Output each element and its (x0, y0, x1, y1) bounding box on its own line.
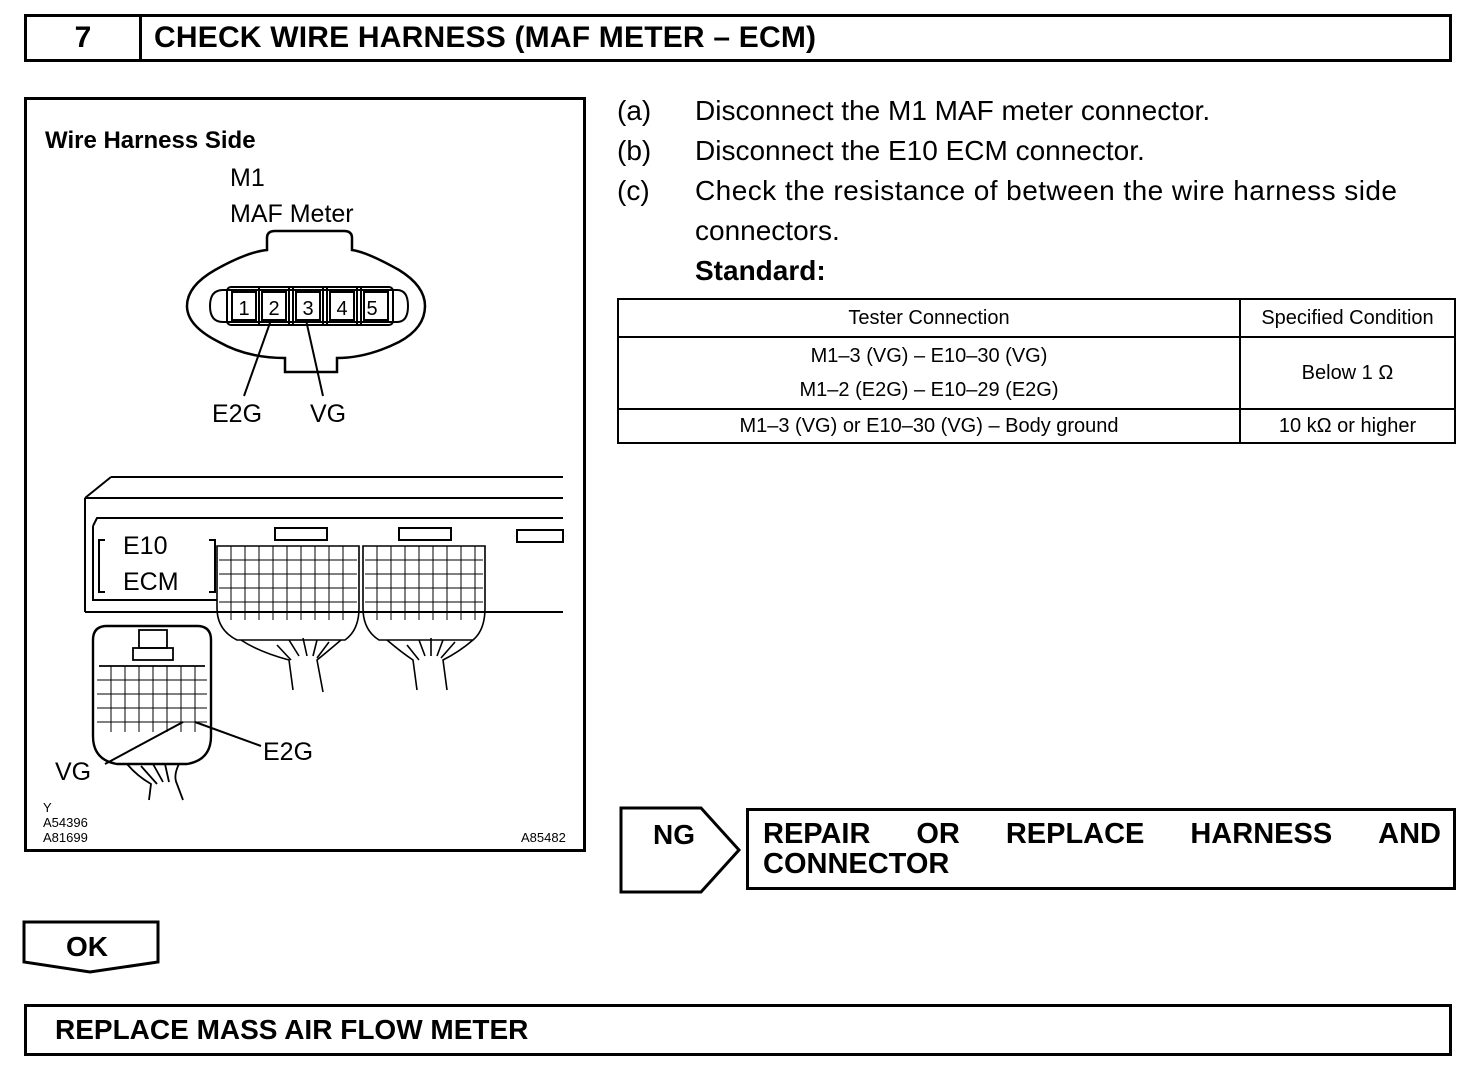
row2-condition: 10 kΩ or higher (1239, 408, 1456, 444)
instruction-a-text: Disconnect the M1 MAF meter connector. (695, 95, 1211, 126)
instruction-b: (b) Disconnect the E10 ECM connector. (617, 131, 1457, 171)
maf-connector-code: M1 (230, 164, 265, 192)
row1-connection-line1: M1–3 (VG) – E10–30 (VG) (810, 345, 1048, 367)
ecm-vg-leader-line (104, 721, 184, 765)
maf-pin-3: 3 (302, 298, 313, 320)
ecm-loose-connector (91, 624, 213, 801)
ng-word-3: REPLACE (1005, 818, 1145, 850)
ng-word-5: AND (1378, 818, 1441, 850)
maf-e2g-label: E2G (212, 400, 262, 428)
standard-label: Standard: (695, 255, 826, 286)
table-row: M1–3 (VG) – E10–30 (VG) M1–2 (E2G) – E10… (617, 336, 1456, 410)
e2g-leader-line (243, 319, 272, 397)
instruction-a: (a) Disconnect the M1 MAF meter connecto… (617, 91, 1457, 131)
ng-action-line1: REPAIR OR REPLACE HARNESS AND (763, 819, 1441, 849)
instruction-c: (c) Check the resistance of between the … (617, 171, 1457, 251)
instruction-b-text: Disconnect the E10 ECM connector. (695, 135, 1145, 166)
ng-arrow: NG (619, 806, 742, 894)
step-number: 7 (27, 17, 142, 59)
ecm-e2g-leader-line (194, 721, 262, 747)
instructions: (a) Disconnect the M1 MAF meter connecto… (617, 91, 1457, 291)
ref-code-2: A54396 (43, 815, 88, 830)
maf-connector-shape (185, 229, 427, 374)
instruction-c-text-line2: connectors. (695, 215, 840, 246)
maf-pin-1: 1 (238, 298, 249, 320)
ng-word-2: OR (916, 818, 960, 850)
ng-action-line2: CONNECTOR (763, 848, 950, 880)
header-specified-condition: Specified Condition (1239, 298, 1456, 338)
wiring-figure: Wire Harness Side M1 MAF Meter 1 2 3 4 5 (24, 97, 586, 852)
ng-word-4: HARNESS (1190, 818, 1333, 850)
ng-action-box: REPAIR OR REPLACE HARNESS AND CONNECTOR (746, 808, 1456, 890)
final-action-box: REPLACE MASS AIR FLOW METER (24, 1004, 1452, 1056)
ecm-connector-code: E10 (123, 532, 167, 560)
ecm-e2g-label: E2G (263, 738, 313, 766)
ng-tag: NG (653, 819, 695, 850)
instruction-a-label: (a) (617, 95, 652, 126)
row1-connection-line2: M1–2 (E2G) – E10–29 (E2G) (799, 379, 1059, 401)
ref-code-3: A81699 (43, 830, 88, 845)
ok-arrow: OK (22, 920, 160, 974)
figure-id: A85482 (521, 830, 566, 845)
instruction-c-label: (c) (617, 175, 650, 206)
maf-meter-name: MAF Meter (230, 200, 354, 228)
ok-tag: OK (66, 931, 108, 962)
instruction-c-text-line1: Check the resistance of between the wire… (695, 175, 1398, 206)
spec-table: Tester Connection Specified Condition M1… (617, 298, 1456, 444)
maf-pin-4: 4 (336, 298, 347, 320)
figure-heading: Wire Harness Side (45, 127, 256, 154)
ecm-connector-blocks (216, 545, 486, 693)
ecm-vg-label: VG (55, 758, 91, 786)
step-header: 7 CHECK WIRE HARNESS (MAF METER – ECM) (24, 14, 1452, 62)
ng-word-1: REPAIR (763, 818, 871, 850)
table-row: M1–3 (VG) or E10–30 (VG) – Body ground 1… (617, 408, 1456, 444)
table-header-row: Tester Connection Specified Condition (617, 298, 1456, 338)
final-action-text: REPLACE MASS AIR FLOW METER (55, 1014, 529, 1045)
maf-pin-5: 5 (366, 298, 377, 320)
ref-code-1: Y (43, 800, 52, 815)
maf-pin-2: 2 (268, 298, 279, 320)
ecm-name: ECM (123, 568, 179, 596)
row2-connection: M1–3 (VG) or E10–30 (VG) – Body ground (617, 408, 1241, 444)
maf-vg-label: VG (310, 400, 346, 428)
ecm-body-shape (84, 476, 564, 613)
row1-connection: M1–3 (VG) – E10–30 (VG) M1–2 (E2G) – E10… (617, 336, 1241, 410)
vg-leader-line (305, 319, 324, 397)
instruction-b-label: (b) (617, 135, 652, 166)
header-tester-connection: Tester Connection (617, 298, 1241, 338)
row1-condition: Below 1 Ω (1239, 336, 1456, 410)
connector-diagram: Wire Harness Side M1 MAF Meter 1 2 3 4 5 (43, 127, 566, 845)
step-title: CHECK WIRE HARNESS (MAF METER – ECM) (154, 21, 817, 54)
